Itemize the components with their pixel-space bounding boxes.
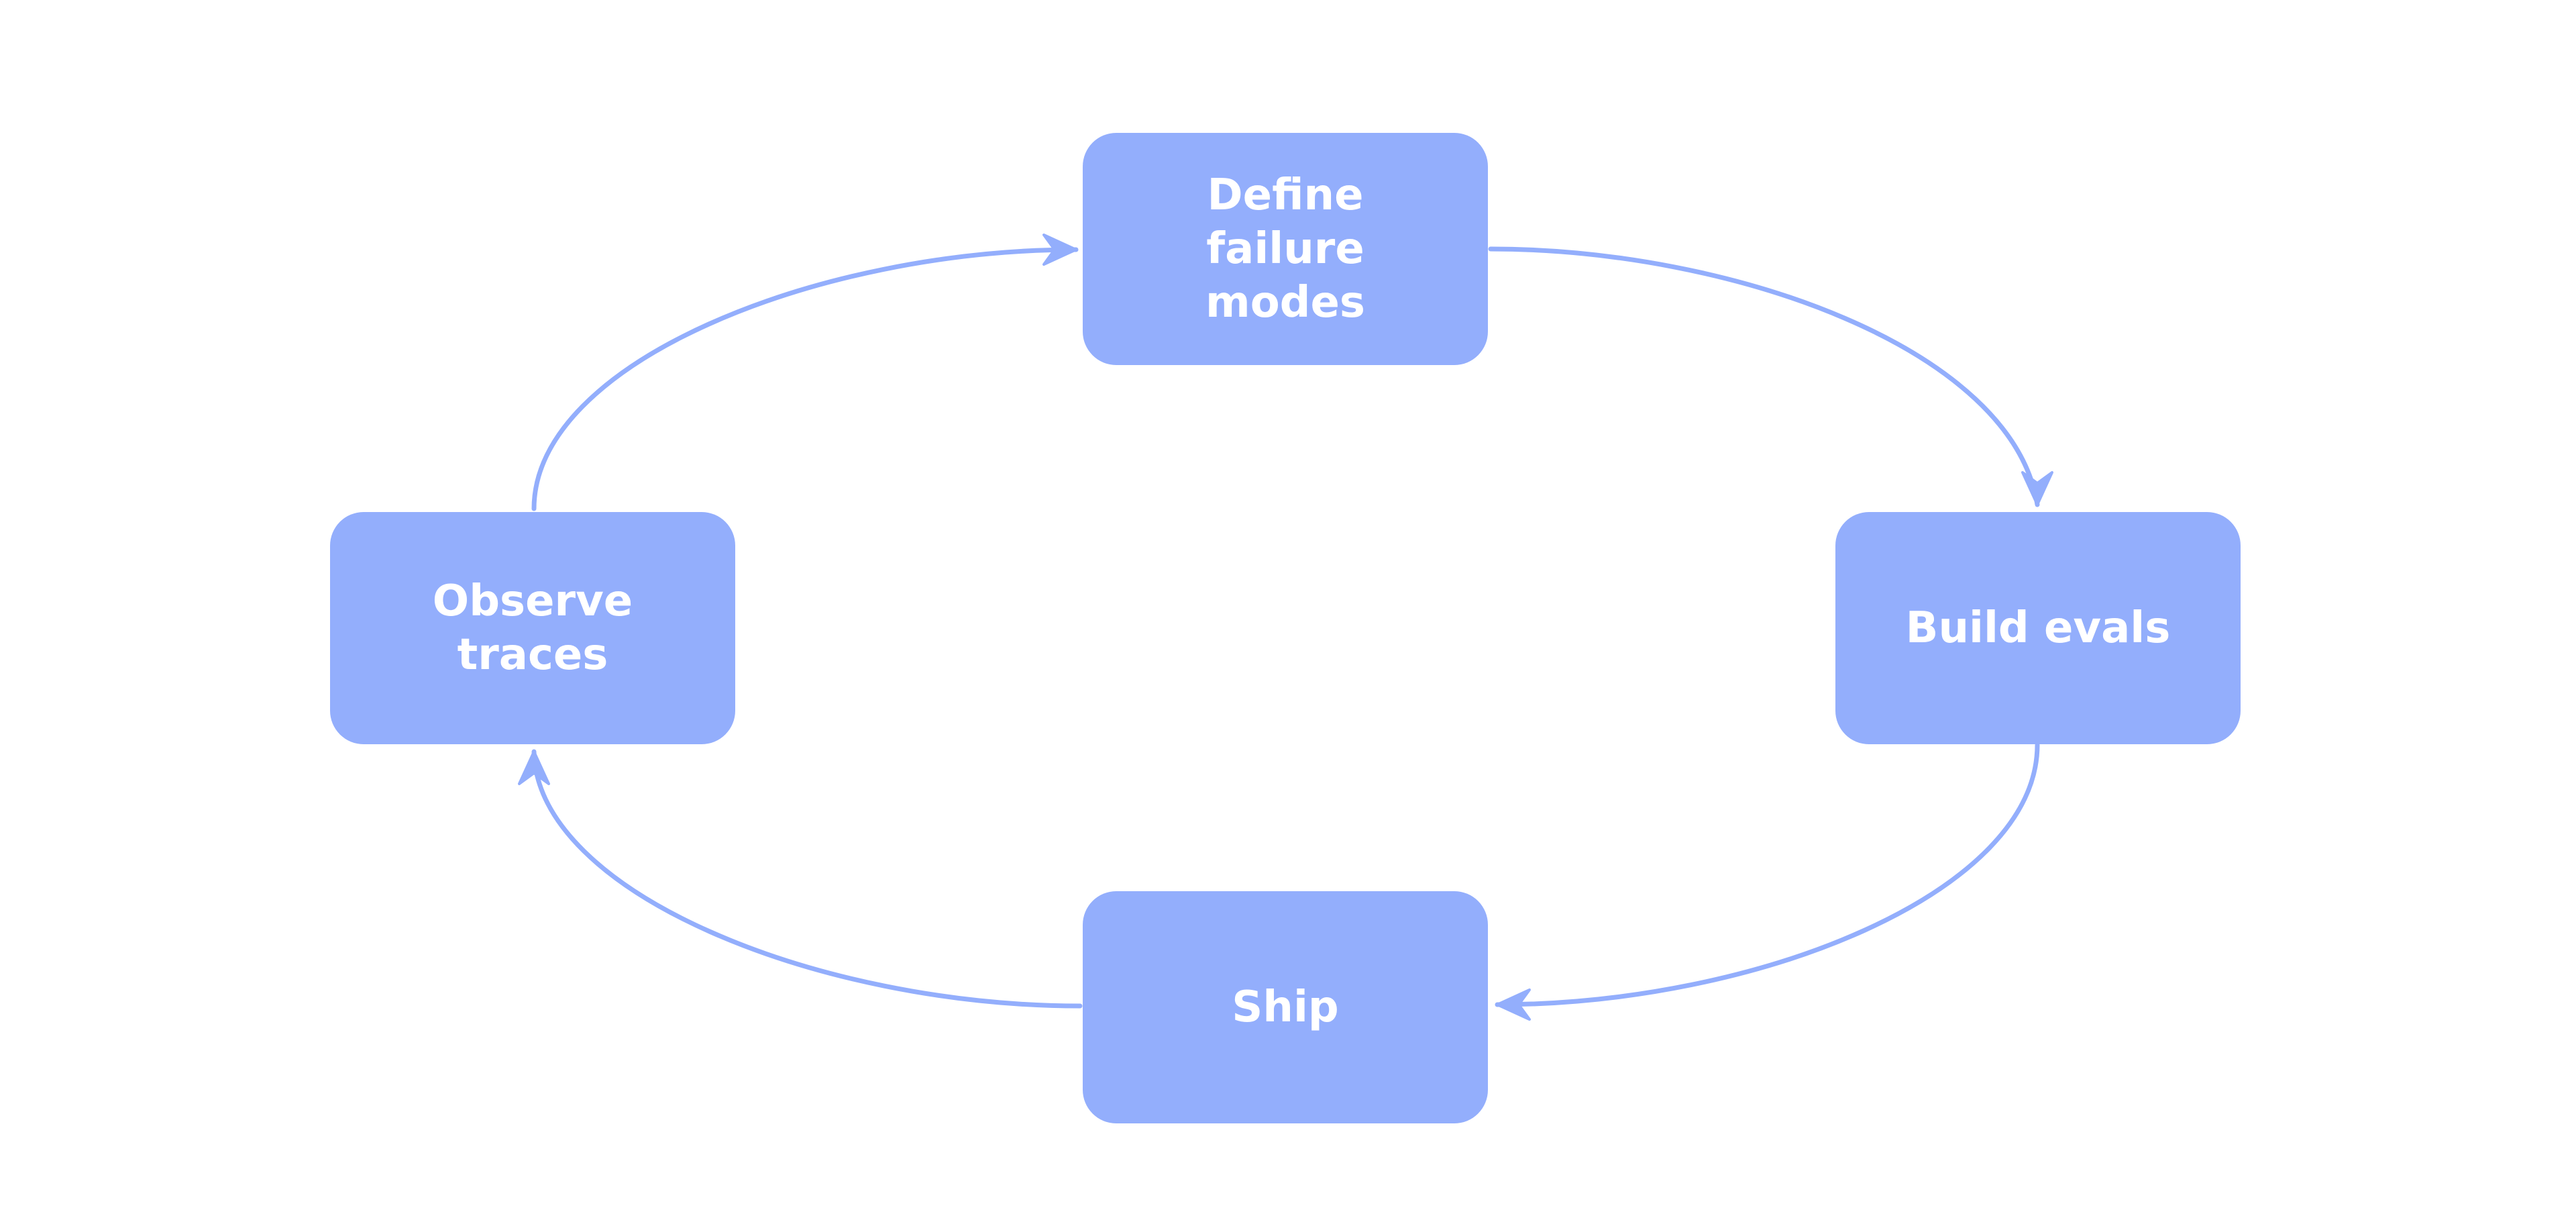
arrowhead-build-ship — [1496, 989, 1531, 1021]
node-label: Ship — [1232, 982, 1339, 1032]
node-define-failure-modes: Define failure modes — [1083, 133, 1488, 365]
arrowhead-ship-observe — [518, 750, 550, 785]
node-label: Observe traces — [432, 576, 633, 680]
node-label: Define failure modes — [1205, 170, 1365, 327]
arrow-build-ship — [1495, 742, 2040, 1007]
node-ship: Ship — [1083, 891, 1488, 1123]
node-label: Build evals — [1905, 603, 2171, 653]
arrow-observe-define — [531, 247, 1079, 511]
arrow-ship-observe — [531, 749, 1083, 1009]
arrowhead-define-build — [2021, 471, 2053, 506]
arrowhead-observe-define — [1042, 234, 1077, 266]
arrow-define-build — [1488, 246, 2040, 507]
node-observe-traces: Observe traces — [330, 512, 735, 744]
node-build-evals: Build evals — [1835, 512, 2241, 744]
